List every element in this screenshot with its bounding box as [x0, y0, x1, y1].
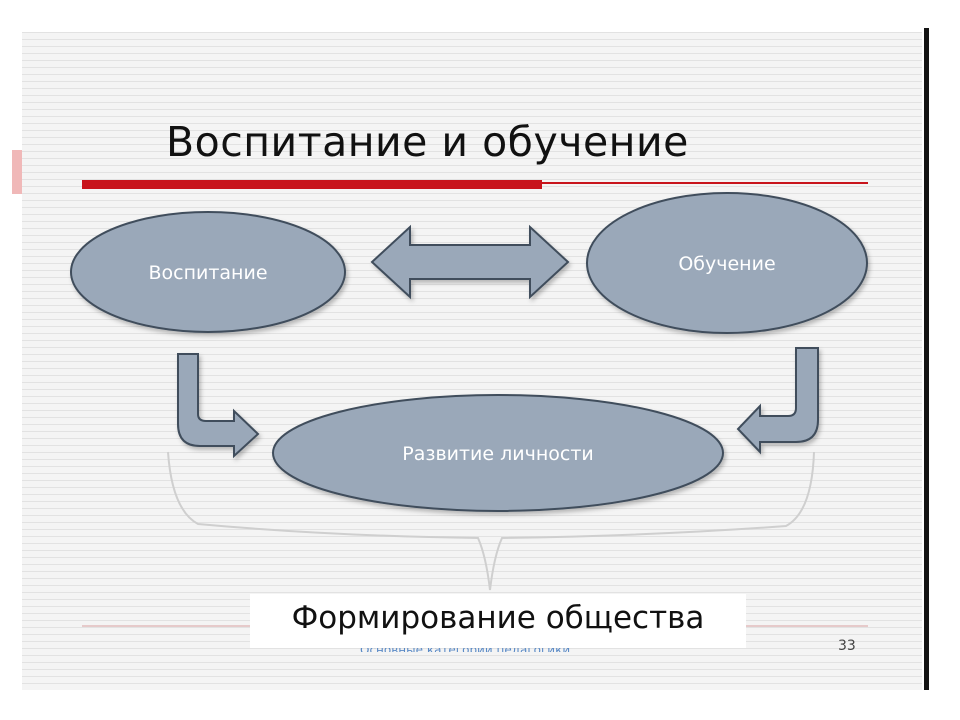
- slide-title: Воспитание и обучение: [166, 118, 689, 166]
- node-learning-label: Обучение: [678, 253, 775, 275]
- curved-arrow-right-icon: [736, 347, 819, 455]
- double-arrow-icon: [370, 224, 570, 300]
- title-underline-thin: [542, 182, 868, 184]
- node-learning: Обучение: [586, 192, 868, 334]
- grouping-bracket: [167, 451, 815, 591]
- left-edge-marker: [12, 150, 22, 194]
- title-underline-accent: [82, 180, 542, 189]
- result-label: Формирование общества: [291, 600, 705, 636]
- node-upbringing: Воспитание: [70, 211, 346, 333]
- node-development-label: Развитие личности: [402, 443, 594, 465]
- curved-arrow-left-icon: [177, 353, 260, 459]
- node-upbringing-label: Воспитание: [148, 262, 267, 284]
- slide-number: 33: [838, 638, 856, 654]
- slide-right-border: [924, 28, 929, 690]
- node-development: Развитие личности: [272, 394, 724, 512]
- slide-background: [22, 32, 922, 690]
- result-box: Формирование общества: [250, 594, 746, 648]
